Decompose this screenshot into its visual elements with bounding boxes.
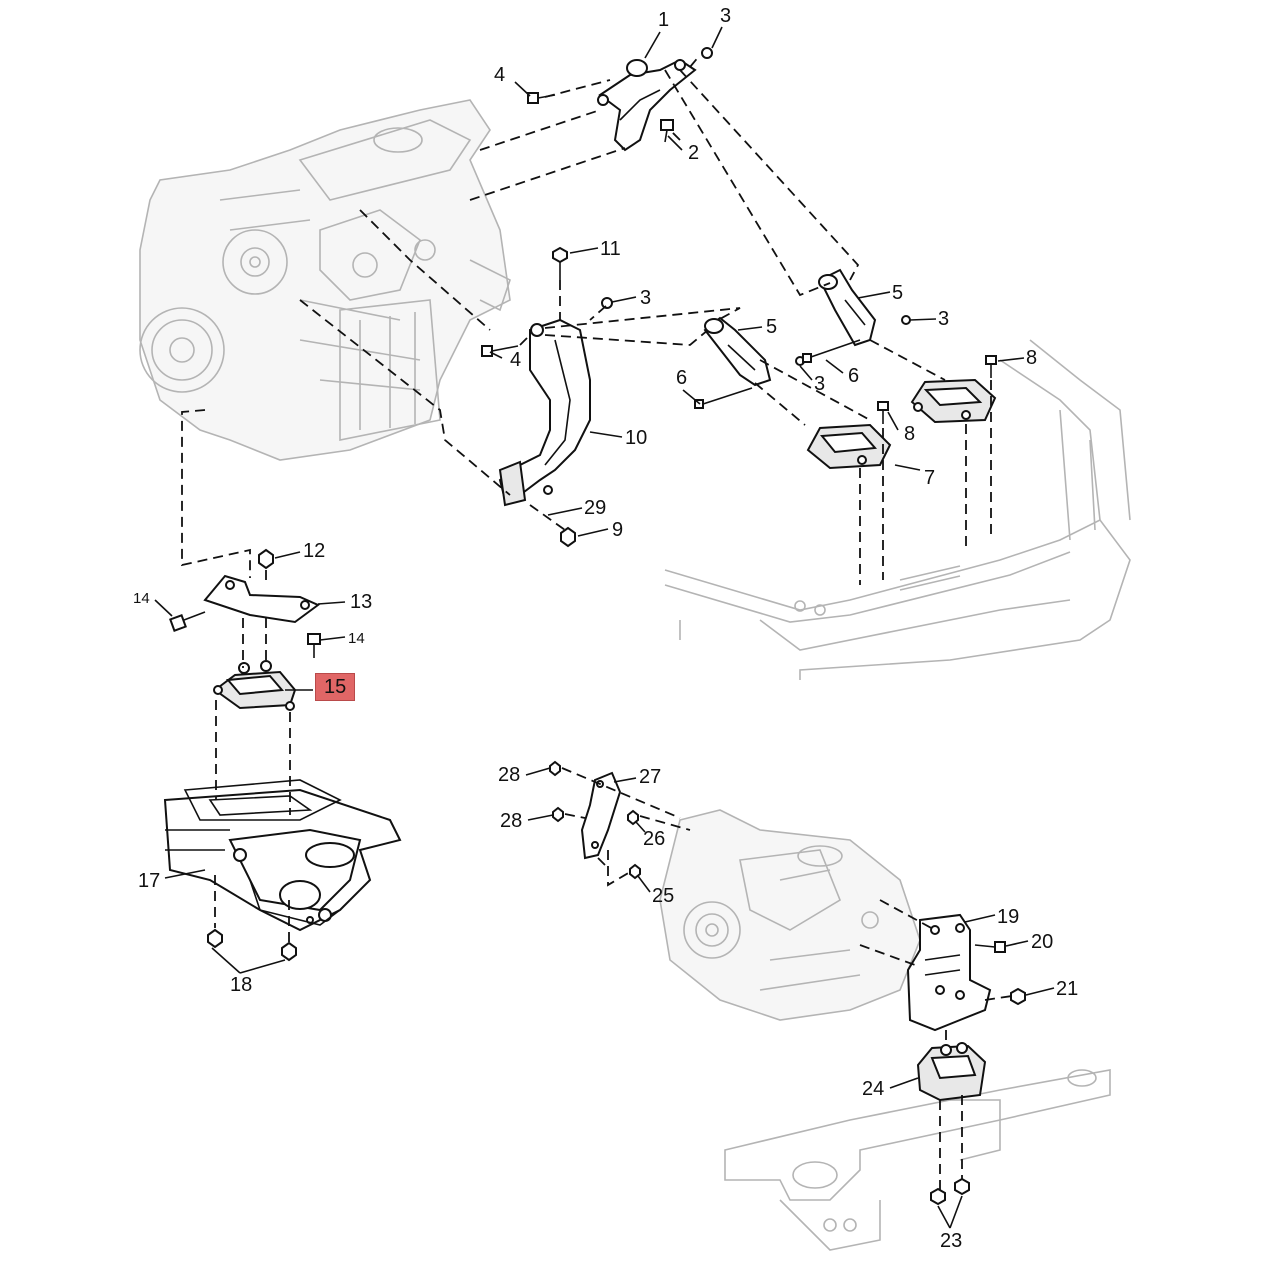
callout-3-mid: 3 [640, 287, 652, 309]
mount-7-rear [910, 378, 997, 424]
callout-5-upper: 5 [892, 282, 904, 304]
washer-3-top [701, 47, 713, 59]
bolts-28 [549, 760, 564, 823]
callout-leaders [154, 26, 1055, 1229]
callout-19: 19 [997, 906, 1020, 928]
callout-8-right: 8 [1026, 347, 1038, 369]
callout-3-right: 3 [938, 308, 950, 330]
callout-23: 23 [940, 1230, 963, 1252]
callout-15-highlighted: 15 [315, 673, 356, 701]
callout-2: 2 [688, 142, 700, 164]
callout-8-mid: 8 [904, 423, 916, 445]
callout-4-mid: 4 [510, 349, 522, 371]
nut-12 [258, 548, 274, 570]
bolt-14-right [307, 633, 321, 658]
callout-25: 25 [652, 885, 675, 907]
bolt-2 [660, 119, 674, 143]
callout-4-top: 4 [494, 64, 506, 86]
callout-24: 24 [862, 1078, 885, 1100]
nuts-18 [207, 928, 297, 962]
nut-21 [1010, 987, 1026, 1006]
callout-28-bottom: 28 [500, 810, 523, 832]
lower-crossmember-ghost [724, 1069, 1111, 1251]
callout-6-lower: 6 [676, 367, 688, 389]
callout-10: 10 [625, 427, 648, 449]
callout-13: 13 [350, 591, 373, 613]
callout-7: 7 [924, 467, 936, 489]
crossmember-17 [163, 779, 402, 932]
body-frame-ghost [664, 339, 1131, 680]
callout-14-right: 14 [348, 630, 365, 647]
engine-mount-15 [213, 660, 297, 711]
bracket-13 [203, 574, 320, 624]
bracket-10 [498, 318, 591, 507]
washer-3-mid [601, 297, 613, 309]
callout-3-top: 3 [720, 5, 732, 27]
callout-11: 11 [600, 238, 621, 260]
callout-26: 26 [643, 828, 666, 850]
callout-18: 18 [230, 974, 253, 996]
callout-5-lower: 5 [766, 316, 778, 338]
callout-6-upper: 6 [848, 365, 860, 387]
bolt-14-left [169, 611, 206, 632]
bolt-20 [974, 941, 1006, 953]
link-5-lower [703, 316, 772, 387]
callout-3-lower: 3 [814, 373, 826, 395]
callout-12: 12 [303, 540, 326, 562]
link-5-upper [818, 268, 877, 347]
callout-17: 17 [138, 870, 161, 892]
engine-block-ghost [139, 99, 511, 461]
bolt-4-mid [481, 345, 519, 357]
callout-28-top: 28 [498, 764, 521, 786]
callout-20: 20 [1031, 931, 1054, 953]
nuts-23 [930, 1177, 970, 1206]
callout-14-left: 14 [133, 590, 150, 607]
bolt-4-top [527, 92, 556, 104]
bolt-11 [552, 246, 568, 280]
bracket-27 [580, 771, 622, 860]
callout-29: 29 [584, 497, 607, 519]
bracket-19 [906, 913, 992, 1032]
callout-21: 21 [1056, 978, 1079, 1000]
assembly-dashed-lines [181, 54, 1013, 1190]
mount-7-front [806, 423, 892, 470]
mount-24 [916, 1042, 987, 1102]
bracket-1 [597, 58, 697, 152]
bolts-25-26 [627, 809, 641, 880]
transmission-ghost [659, 809, 921, 1021]
bolts-8 [877, 355, 997, 424]
callout-27: 27 [639, 766, 662, 788]
callout-1: 1 [658, 9, 670, 31]
bolt-9 [560, 526, 576, 548]
callout-9: 9 [612, 519, 624, 541]
